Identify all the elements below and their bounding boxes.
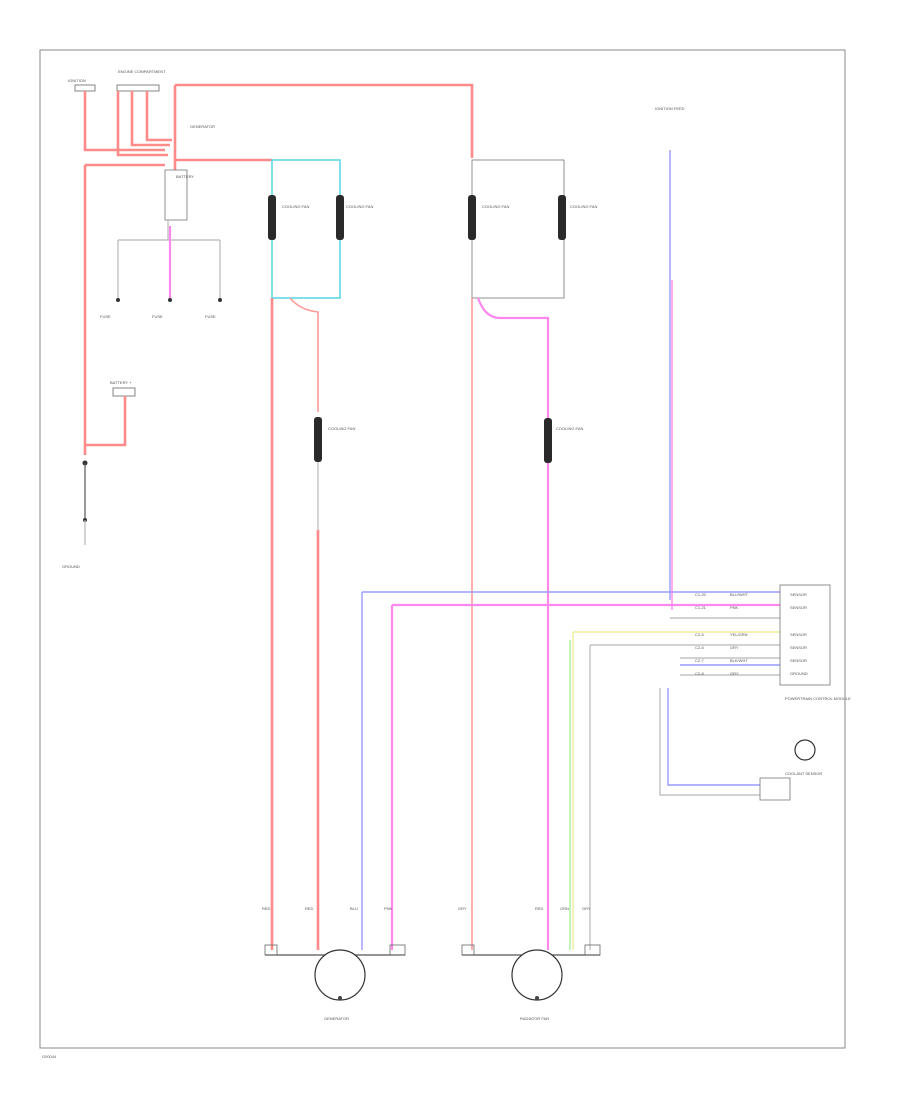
svg-text:SENSOR: SENSOR <box>790 592 807 597</box>
fuse-panel-connector: ENGINE COMPARTMENT <box>116 69 166 92</box>
relay-right-b-label: COOLING FAN <box>570 204 597 209</box>
feed-wire-2 <box>116 91 168 157</box>
left-secondary-red <box>289 297 319 412</box>
bus-yellow <box>572 631 780 950</box>
bus-blue <box>361 591 780 950</box>
svg-text:BLK/WHT: BLK/WHT <box>730 658 748 663</box>
relay-coil-right-b <box>558 195 566 240</box>
svg-text:FUSE: FUSE <box>152 314 163 319</box>
relay-coil-left-b <box>336 195 344 240</box>
svg-text:RED: RED <box>535 906 544 911</box>
left-motor-label: GENERATOR <box>324 1016 349 1021</box>
svg-text:C2-8: C2-8 <box>695 671 704 676</box>
drop-end-mid <box>168 298 172 302</box>
svg-text:C2-7: C2-7 <box>695 658 704 663</box>
coolant-sensor-connector <box>759 777 791 801</box>
bus-gray-2 <box>589 644 780 950</box>
pcm-connector-rows: C1-20 BLU/WHT SENSOR C1-21 PNK SENSOR C2… <box>695 592 808 676</box>
svg-text:PNK: PNK <box>730 605 739 610</box>
svg-text:GRY: GRY <box>458 906 467 911</box>
left-vertical-feed <box>83 163 165 455</box>
pcm-label: POWERTRAIN CONTROL MODULE <box>785 696 851 701</box>
wire-tags-left: RED RED BLU PNK <box>262 906 393 911</box>
sensor-blue <box>667 688 760 786</box>
left-fan-motor <box>314 949 366 1001</box>
svg-text:FUSE: FUSE <box>100 314 111 319</box>
right-pink-lead <box>476 297 550 420</box>
top-bus-wire <box>175 83 474 158</box>
svg-text:ENGINE COMPARTMENT: ENGINE COMPARTMENT <box>118 69 166 74</box>
feed-wire-1 <box>83 91 165 152</box>
generator-note: GENERATOR <box>190 124 215 129</box>
pcm-connector <box>779 584 831 686</box>
svg-text:BLU: BLU <box>350 906 358 911</box>
left-motor-ground <box>338 996 342 1000</box>
svg-text:IGNITION: IGNITION <box>68 78 86 83</box>
svg-text:GRN: GRN <box>560 906 569 911</box>
svg-text:GRY: GRY <box>730 671 739 676</box>
svg-text:FUSE: FUSE <box>205 314 216 319</box>
drop-end-right <box>218 298 222 302</box>
svg-text:BATTERY +: BATTERY + <box>110 380 132 385</box>
relay-left-a-label: COOLING FAN <box>282 204 309 209</box>
bus-pink <box>390 603 780 950</box>
svg-text:SENSOR: SENSOR <box>790 632 807 637</box>
svg-text:C2-5: C2-5 <box>695 632 704 637</box>
battery-junction: BATTERY <box>164 169 194 221</box>
svg-text:PNK: PNK <box>384 906 393 911</box>
right-fan-motor <box>511 949 563 1001</box>
svg-text:YEL/GRN: YEL/GRN <box>730 632 748 637</box>
relay-coil-right-mid <box>544 418 552 463</box>
svg-text:BATTERY: BATTERY <box>176 174 194 179</box>
svg-text:GRY: GRY <box>730 645 739 650</box>
feed-wire-4 <box>145 91 172 142</box>
ignition-switch-connector: IGNITION <box>68 78 96 92</box>
relay-coil-left-mid <box>314 417 322 462</box>
ground-label: GROUND <box>62 564 80 569</box>
svg-text:C1-21: C1-21 <box>695 605 707 610</box>
right-motor-label: RADIATOR FAN <box>520 1016 549 1021</box>
svg-text:SENSOR: SENSOR <box>790 658 807 663</box>
left-relay-box-highlight <box>271 159 341 299</box>
right-motor-ground <box>535 996 539 1000</box>
svg-text:SENSOR: SENSOR <box>790 645 807 650</box>
relay-right-a-label: COOLING FAN <box>482 204 509 209</box>
fuse-note-labels: FUSE FUSE FUSE <box>100 314 216 319</box>
svg-text:BLU/WHT: BLU/WHT <box>730 592 749 597</box>
diagram-frame <box>39 49 846 1049</box>
coolant-sensor-label: COOLANT SENSOR <box>785 771 822 776</box>
svg-text:RED: RED <box>262 906 271 911</box>
right-relay-box <box>471 159 565 299</box>
ignition-feed-note: IGNITION FEED <box>655 106 685 111</box>
battery-plus-connector: BATTERY + <box>110 380 136 397</box>
svg-text:RED: RED <box>305 906 314 911</box>
coolant-sensor-symbol <box>794 739 816 761</box>
relay-mid-left-label: COOLING FAN <box>328 426 355 431</box>
svg-text:C2-6: C2-6 <box>695 645 704 650</box>
feed-wire-3 <box>130 91 170 147</box>
relay-coil-left-a <box>268 195 276 240</box>
sensor-gray <box>659 688 760 796</box>
relay-coil-right-a <box>468 195 476 240</box>
wire-tags-right: GRY RED GRN GRY <box>458 906 591 911</box>
battery-plus-wire <box>85 396 127 447</box>
svg-text:GROUND: GROUND <box>790 671 808 676</box>
svg-text:GRY: GRY <box>582 906 591 911</box>
figure-code: G00044 <box>42 1054 57 1059</box>
svg-text:C1-20: C1-20 <box>695 592 707 597</box>
drop-end-left <box>116 298 120 302</box>
relay-mid-right-label: COOLING FAN <box>556 426 583 431</box>
svg-text:SENSOR: SENSOR <box>790 605 807 610</box>
relay-left-b-label: COOLING FAN <box>346 204 373 209</box>
